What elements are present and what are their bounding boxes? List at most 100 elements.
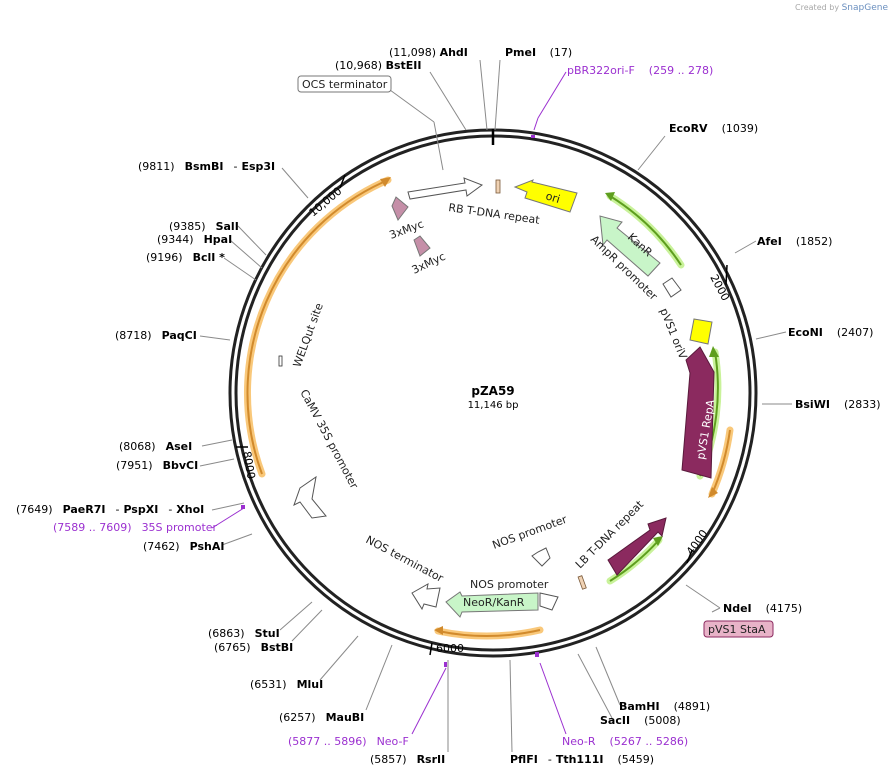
lead-ocs [389,89,435,123]
site-labels: (11,098) AhdI (10,968) BstEII PmeI (17) … [16,46,881,766]
lead-pbr322-2 [533,117,539,131]
snapgene-logo: SnapGene [841,3,888,13]
neor-kanr-label: NeoR/KanR [463,596,525,609]
nos-terminator-label: NOS terminator [364,533,446,585]
orf-bottom-line [437,629,541,637]
nos-terminator-arrow [411,583,441,611]
site-bamhi: BamHI(4891) [619,700,710,713]
lb-small-feature [577,575,587,590]
lead-ecorv [637,135,666,171]
lead-ocs-2 [433,121,444,171]
lead-hpai [229,239,263,269]
site-sacii: SacII(5008) [600,714,681,727]
tick-10000 [339,174,346,189]
site-bbvci: (7951)BbvCI [116,459,198,472]
lb-repeat-arrow [607,517,667,576]
site-bsmbi: (9811)BsmBI-Esp3I [138,160,275,173]
site-bcli: (9196)BclI * [146,251,225,264]
orf-right-arrowhead [708,487,718,498]
lead-neof [411,667,447,735]
primer-35s-label: (7589 .. 7609)35S promoter [53,521,218,534]
orf-kanr-arrowhead [605,192,615,201]
primer-35s-mark [241,505,245,509]
ampr-promoter-arrow [662,277,682,298]
nos-promoter-1-label: NOS promoter [491,513,570,552]
rb-small-feature [495,179,501,194]
lead-pmei [494,59,501,131]
lead-maubi [365,644,393,711]
primer-pbr322-mark [531,135,535,138]
pvs1-repa-arrow [681,346,715,479]
pvs1-oriv-label: pVS1 oriV [657,306,689,361]
myc-tag-2 [413,235,431,257]
primer-leads [211,71,567,735]
rb-repeat-label: RB T-DNA repeat [448,201,542,227]
ori-arrow [513,179,578,213]
ocs-label: OCS terminator [302,78,388,91]
site-paer7i: (7649)PaeR7I-PspXI-XhoI [16,503,204,516]
primer-neor-label: Neo-R(5267 .. 5286) [562,735,688,748]
site-econi: EcoNI(2407) [788,326,873,339]
lead-mlui [319,635,359,681]
site-sali: (9385)SalI [169,220,239,233]
ocs-box [297,75,392,93]
tick-4000 [686,549,693,564]
camv-35s-label: CaMV 35S promoter [297,387,361,491]
orf-left-arrowhead [380,177,391,187]
stab-box [703,620,774,638]
orf-bottom-arrowhead [434,626,443,635]
welqut-site-mark [278,355,283,367]
primer-neof-label: (5877 .. 5896)Neo-F [288,735,409,748]
stab-label: pVS1 StaA [708,623,766,636]
nos-promoter-2-arrow [539,592,559,611]
tick-2000 [725,264,728,286]
neor-kanr-arrow [445,591,539,618]
lead-bsmbi [281,167,309,199]
welqut-label: WELQut site [291,301,326,369]
nos-promoter-1-arrow [531,547,551,567]
lead-bstbi [291,609,323,642]
orf-lb-arrowhead [653,536,663,546]
credit-text: Created by [795,3,840,12]
lead-econi [755,331,787,340]
tick-6000 [429,642,433,656]
orf-left-line [246,179,389,475]
site-ndei: NdeI(4175) [723,602,802,615]
site-leads [199,59,792,753]
site-pflfi: PflFI-Tth111I(5459) [510,753,654,766]
site-afei: AfeI(1852) [757,235,832,248]
lead-sacii [577,653,613,719]
lead-pshai [221,533,253,546]
ori-label: ori [544,189,561,206]
orf-kanr-line [609,195,682,266]
lead-bbvci [199,458,235,467]
camv-35s-arrow [293,475,327,519]
tick-label-4000: 4000 [684,527,711,557]
site-bsiwi: BsiWI(2833) [795,398,881,411]
lead-pbr322 [537,71,567,119]
site-ecorv: EcoRV(1039) [669,122,758,135]
site-asei: (8068)AseI [119,440,192,453]
lead-paqci [199,335,231,341]
site-bstbi: (6765)BstBI [214,641,293,654]
lead-ndei-2 [711,607,721,613]
lead-ahdi [479,59,488,131]
site-ahdi: (11,098) AhdI [389,46,468,59]
nos-promoter-2-label: NOS promoter [470,578,549,591]
site-stui: (6863)StuI [208,627,280,640]
lead-bsteii [429,71,467,131]
lead-neor [539,662,567,735]
site-maubi: (6257)MauBI [279,711,364,724]
plasmid-name: pZA59 [471,384,514,398]
site-bsteii: (10,968) BstEII [335,59,421,72]
lead-stui [279,601,313,631]
lead-afei [734,240,757,254]
rb-repeat-arrow [407,177,484,200]
myc-tag-1 [391,196,409,221]
site-rsrii: (5857)RsrII [370,753,445,766]
site-mlui: (6531)MluI [250,678,323,691]
lead-bcli [223,257,257,281]
primer-neor-mark [535,652,539,657]
lead-asei [201,439,233,447]
boxed-labels: OCS terminator pVS1 StaA [297,75,774,638]
